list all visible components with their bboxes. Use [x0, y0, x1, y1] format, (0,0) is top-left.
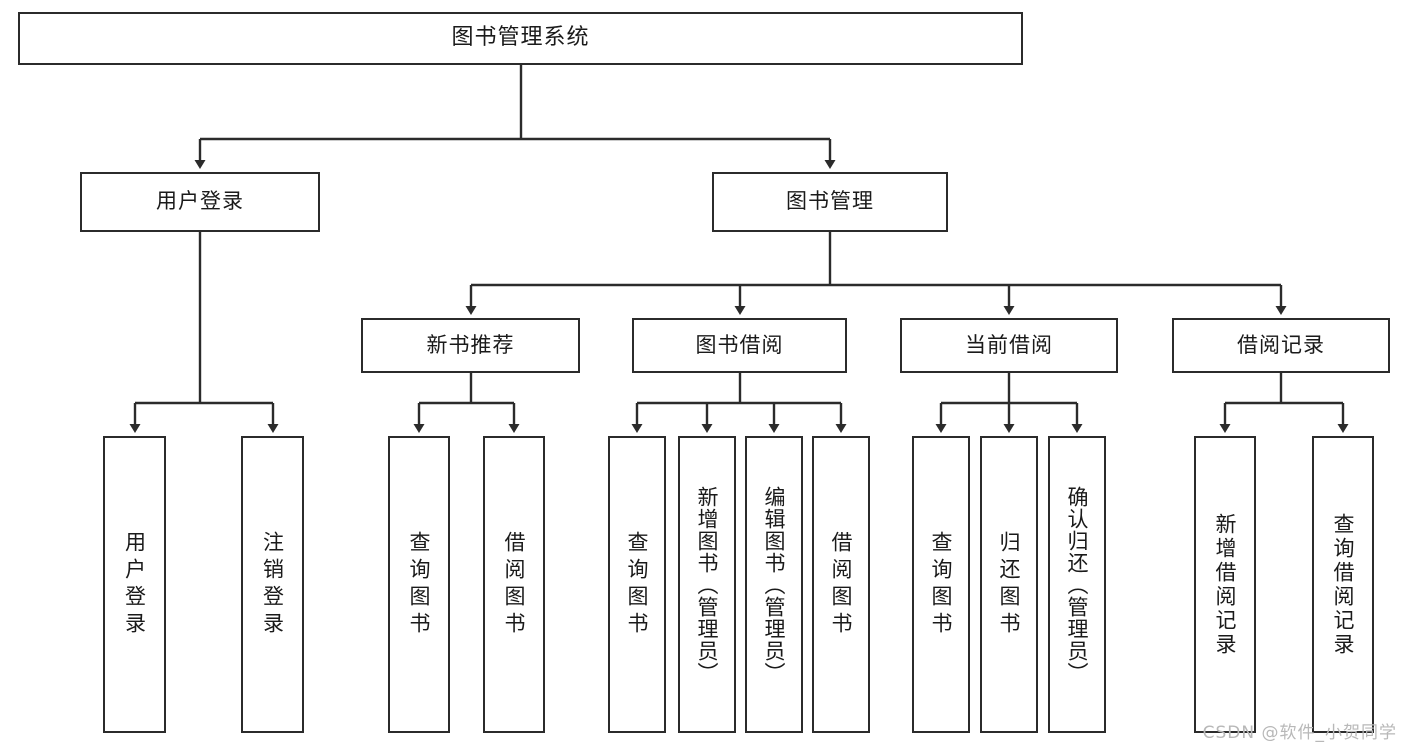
node-l2[interactable]: 注销登录	[241, 436, 304, 733]
node-borrow[interactable]: 图书借阅	[632, 318, 847, 373]
node-l13[interactable]: 查询借阅记录	[1312, 436, 1374, 733]
node-l1[interactable]: 用户登录	[103, 436, 166, 733]
node-login[interactable]: 用户登录	[80, 172, 320, 232]
node-label: 图书管理系统	[451, 25, 590, 51]
node-label: 图书管理	[786, 189, 874, 214]
node-label: 借阅记录	[1237, 332, 1325, 357]
node-l4[interactable]: 借阅图书	[483, 436, 545, 733]
node-bookmgmt[interactable]: 图书管理	[712, 172, 948, 232]
node-label: 用户登录	[122, 530, 147, 639]
node-label: 归还图书	[997, 530, 1022, 639]
node-label: 借阅图书	[829, 530, 854, 639]
node-label: 图书借阅	[695, 332, 784, 357]
node-label: 新增借阅记录	[1213, 512, 1238, 657]
node-l12[interactable]: 新增借阅记录	[1194, 436, 1256, 733]
csdn-watermark: CSDN @软件_小贺同学	[1202, 723, 1397, 743]
node-label: 查询借阅记录	[1331, 512, 1356, 657]
node-l11[interactable]: 确认归还（管理员）	[1048, 436, 1106, 733]
node-root[interactable]: 图书管理系统	[18, 12, 1023, 65]
node-label: 新增图书（管理员）	[695, 485, 720, 684]
node-label: 编辑图书（管理员）	[762, 485, 787, 684]
node-label: 确认归还（管理员）	[1065, 485, 1090, 684]
node-label: 查询图书	[625, 530, 650, 639]
node-l6[interactable]: 新增图书（管理员）	[678, 436, 736, 733]
node-label: 用户登录	[156, 189, 244, 214]
node-label: 注销登录	[260, 530, 285, 639]
node-label: 新书推荐	[426, 332, 515, 357]
node-l8[interactable]: 借阅图书	[812, 436, 870, 733]
node-l3[interactable]: 查询图书	[388, 436, 450, 733]
node-l5[interactable]: 查询图书	[608, 436, 666, 733]
node-newrec[interactable]: 新书推荐	[361, 318, 580, 373]
node-label: 查询图书	[929, 530, 954, 639]
node-l7[interactable]: 编辑图书（管理员）	[745, 436, 803, 733]
node-label: 查询图书	[407, 530, 432, 639]
node-label: 当前借阅	[965, 332, 1053, 357]
node-label: 借阅图书	[502, 530, 527, 639]
node-records[interactable]: 借阅记录	[1172, 318, 1390, 373]
node-l9[interactable]: 查询图书	[912, 436, 970, 733]
node-l10[interactable]: 归还图书	[980, 436, 1038, 733]
node-current[interactable]: 当前借阅	[900, 318, 1118, 373]
